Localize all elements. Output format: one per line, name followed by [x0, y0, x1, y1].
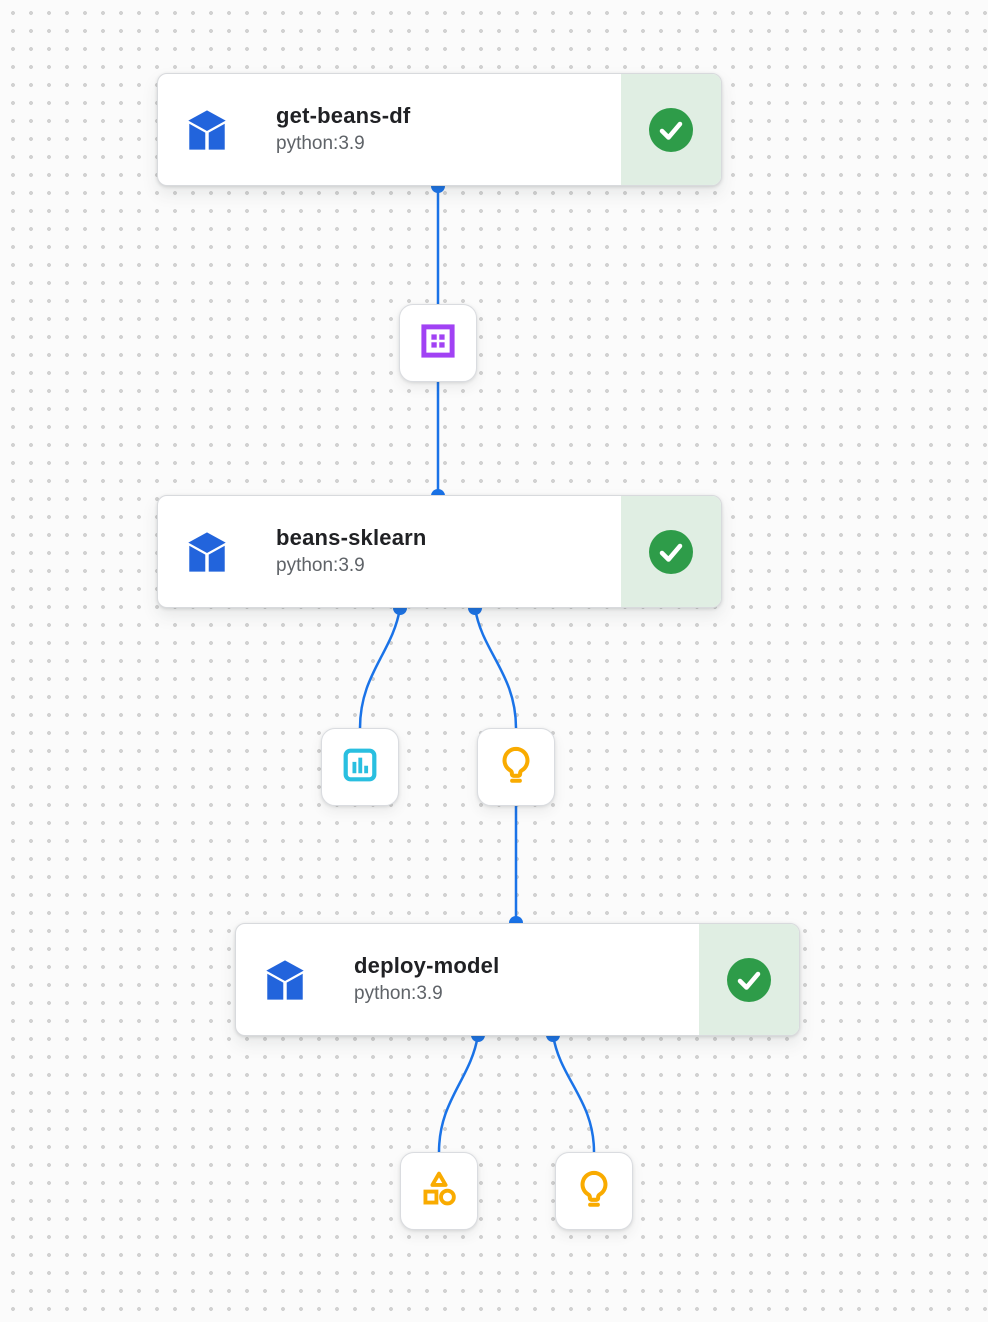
artifact-node-model[interactable] [555, 1152, 633, 1230]
success-check-icon [649, 107, 693, 152]
node-title: deploy-model [354, 953, 500, 979]
status-section [621, 74, 721, 185]
pipeline-node-get-beans-df[interactable]: get-beans-df python:3.9 [157, 73, 722, 186]
dataset-icon [416, 319, 460, 368]
artifact-node-artifact[interactable] [400, 1152, 478, 1230]
status-section [699, 924, 799, 1035]
artifact-node-metrics[interactable] [321, 728, 399, 806]
edge-deploymodel-to-model2 [551, 1034, 596, 1153]
pipeline-node-beans-sklearn[interactable]: beans-sklearn python:3.9 [157, 495, 722, 608]
metrics-icon [338, 743, 382, 792]
node-subtitle: python:3.9 [276, 554, 365, 576]
artifact-node-model[interactable] [477, 728, 555, 806]
edge-deploymodel-to-artifact [437, 1034, 480, 1153]
node-subtitle: python:3.9 [276, 132, 365, 154]
model-icon [494, 743, 538, 792]
component-cube-icon [262, 957, 308, 1003]
artifact-node-dataset[interactable] [399, 304, 477, 382]
component-cube-icon [184, 107, 230, 153]
success-check-icon [727, 957, 771, 1002]
edge-beanssklearn-to-model [473, 607, 518, 729]
node-title: get-beans-df [276, 103, 411, 129]
node-subtitle: python:3.9 [354, 982, 443, 1004]
node-title: beans-sklearn [276, 525, 427, 551]
success-check-icon [649, 529, 693, 574]
pipeline-node-deploy-model[interactable]: deploy-model python:3.9 [235, 923, 800, 1036]
component-cube-icon [184, 529, 230, 575]
status-section [621, 496, 721, 607]
artifact-icon [417, 1167, 461, 1216]
edge-beanssklearn-to-metrics [358, 607, 402, 729]
model-icon [572, 1167, 616, 1216]
